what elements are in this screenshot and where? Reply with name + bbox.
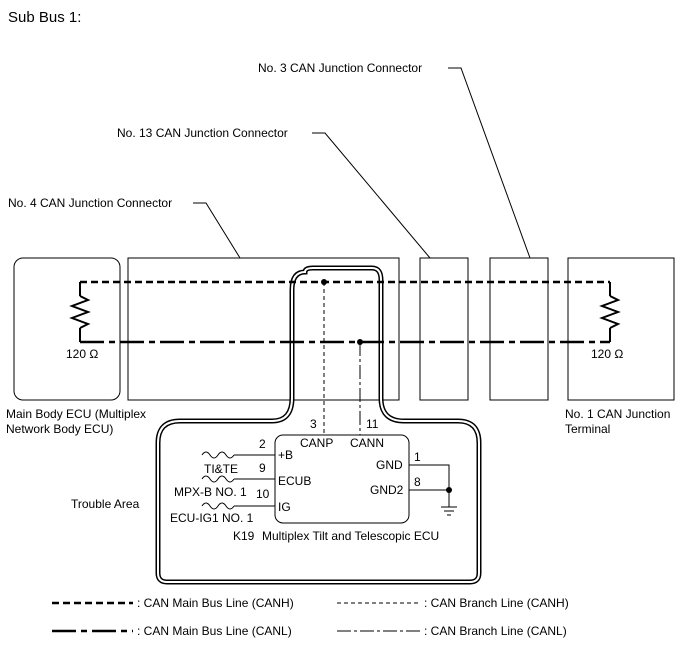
trouble-area-label: Trouble Area	[71, 497, 140, 511]
page-title: Sub Bus 1:	[8, 9, 81, 26]
trouble-area-outline-inner	[157, 267, 480, 583]
ecu-pin-canp: CANP	[300, 436, 333, 450]
fuse-tite-icon	[201, 451, 235, 459]
ecu-pin-ecub-number: 9	[259, 461, 266, 475]
ecu-code: K19	[233, 529, 255, 543]
main-body-ecu-label: Main Body ECU (Multiplex	[6, 407, 146, 421]
ecu-pin-gnd2-number: 8	[414, 475, 421, 489]
junction-terminal-label: No. 1 CAN Junction	[565, 407, 670, 421]
callout-jc13-label: No. 13 CAN Junction Connector	[117, 126, 288, 140]
junction-connector-3-box	[489, 257, 549, 401]
ecu-pin-b: +B	[278, 448, 293, 462]
legend-canh-branch-label: : CAN Branch Line (CANH)	[424, 596, 569, 610]
legend-canh-main-label: : CAN Main Bus Line (CANH)	[137, 596, 294, 610]
ecu-pin-ecub: ECUB	[278, 474, 311, 488]
main-body-ecu-label-2: Network Body ECU)	[6, 422, 113, 436]
junction-connector-13-box	[419, 257, 469, 401]
callout-jc3-leader	[448, 67, 531, 259]
ecu-pin-ig: IG	[278, 500, 291, 514]
callout-jc3-label: No. 3 CAN Junction Connector	[258, 61, 422, 75]
ecu-pin-b-number: 2	[259, 437, 266, 451]
junction-connector-4-box	[127, 257, 400, 401]
main-body-ecu-box	[13, 257, 121, 401]
ecu-pin-canp-number: 3	[310, 417, 317, 431]
fuse-mpxb-icon	[201, 475, 235, 483]
left-resistor-value: 120 Ω	[66, 347, 98, 361]
ecu-pin-gnd2: GND2	[370, 483, 404, 497]
junction-terminal-label-2: Terminal	[565, 422, 610, 436]
ecu-pin-gnd: GND	[376, 458, 403, 472]
callout-jc4-leader	[193, 202, 241, 259]
callout-jc13-leader	[312, 132, 431, 259]
gnd-wire	[409, 464, 450, 490]
fuse-ecuig1-label: ECU-IG1 NO. 1	[170, 511, 254, 525]
right-resistor-icon	[599, 295, 621, 329]
fuse-mpxb-label: MPX-B NO. 1	[174, 485, 247, 499]
ecu-pin-gnd-number: 1	[414, 450, 421, 464]
ecu-name: Multiplex Tilt and Telescopic ECU	[262, 529, 439, 543]
ecu-pin-cann-number: 11	[366, 417, 379, 431]
ecu-pin-ig-number: 10	[256, 487, 270, 501]
legend-canl-main-label: : CAN Main Bus Line (CANL)	[137, 624, 292, 638]
ecu-pin-cann: CANN	[350, 436, 384, 450]
legend-canl-branch-label: : CAN Branch Line (CANL)	[424, 624, 567, 638]
junction-terminal-1-box	[567, 257, 675, 401]
right-resistor-value: 120 Ω	[591, 347, 623, 361]
left-resistor-icon	[69, 295, 91, 329]
callout-jc4-label: No. 4 CAN Junction Connector	[8, 196, 172, 210]
fuse-ecuig1-icon	[201, 502, 235, 510]
ground-icon	[441, 506, 457, 516]
fuse-tite-label: TI&TE	[204, 462, 238, 476]
